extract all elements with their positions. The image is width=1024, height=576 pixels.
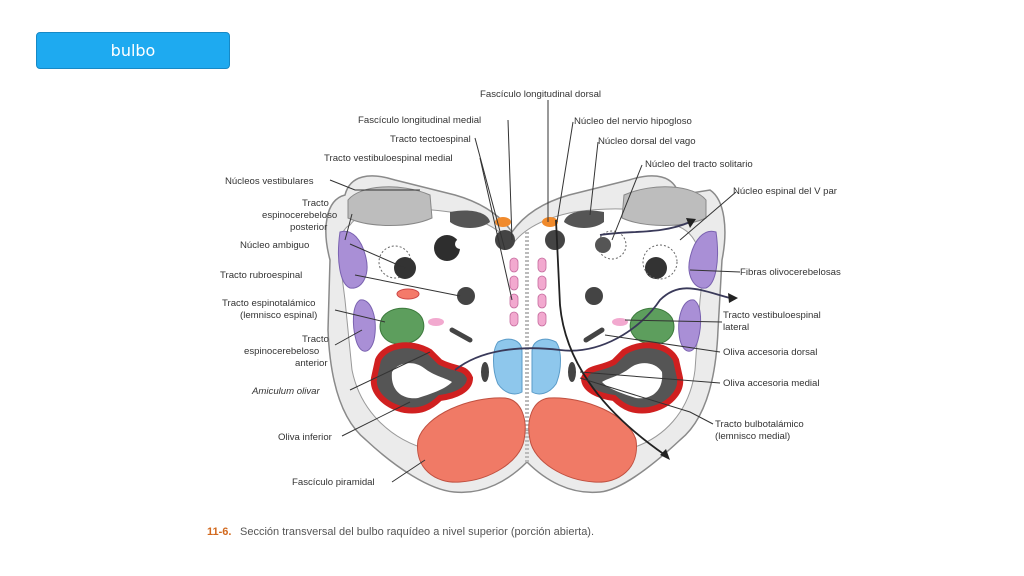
posterior-spinocerebellar-left <box>337 230 368 289</box>
label-oi: Oliva inferior <box>278 432 333 443</box>
posterior-spinocerebellar-right <box>688 230 719 289</box>
label-nv: Núcleos vestibulares <box>225 176 314 187</box>
label-na: Núcleo ambiguo <box>240 240 309 251</box>
label-nts: Núcleo del tracto solitario <box>645 159 753 170</box>
label-fld: Fascículo longitudinal dorsal <box>480 89 601 100</box>
mlf-stack <box>509 257 547 327</box>
nucleus-ambiguus-left <box>434 235 460 261</box>
arrowhead-3 <box>660 449 670 460</box>
label-tb2: (lemnisco medial) <box>715 431 790 442</box>
olivocerebellar-fibers <box>454 287 731 371</box>
label-tet2: (lemnisco espinal) <box>240 310 317 321</box>
rubro-dot-right <box>585 287 603 305</box>
label-tvel1: Tracto vestibuloespinal <box>723 310 821 321</box>
anterior-spinocerebellar-left <box>352 299 376 352</box>
label-tecp2: espinocerebeloso <box>262 210 337 221</box>
label-oad: Oliva accesoria dorsal <box>723 347 817 358</box>
label-tecp3: posterior <box>290 222 328 233</box>
title-button[interactable]: bulbo <box>36 32 230 69</box>
trigeminal-ring-right <box>642 244 678 280</box>
leader-lines <box>329 100 741 483</box>
caption-text: Sección transversal del bulbo raquídeo a… <box>240 526 594 538</box>
solitary-left <box>455 239 465 249</box>
dorsal-gray-right <box>564 210 604 228</box>
label-tvel2: lateral <box>723 322 749 333</box>
solitary-nucleus-right <box>595 237 611 253</box>
label-oam: Oliva accesoria medial <box>723 378 820 389</box>
medial-lemniscus-right <box>531 338 561 395</box>
spinothalamic-right <box>629 307 675 345</box>
vestibulospinal-arrow <box>599 221 691 236</box>
label-teca1: Tracto <box>302 334 329 345</box>
anterior-spinocerebellar-right <box>678 299 702 352</box>
accessory-olive-right <box>583 327 605 343</box>
arrowhead-1 <box>728 293 738 303</box>
label-tr: Tracto rubroespinal <box>220 270 302 281</box>
pyramid-right <box>528 397 637 483</box>
label-fo: Fibras olivocerebelosas <box>740 267 841 278</box>
dorsal-gray-left <box>450 210 490 228</box>
rubrospinal-left <box>396 288 420 300</box>
label-tb1: Tracto bulbotalámico <box>715 419 804 430</box>
arrowhead-2 <box>686 218 696 228</box>
trigeminal-core-right <box>645 257 667 279</box>
label-teca2: espinocerebeloso <box>244 346 319 357</box>
pyramid-left <box>417 397 526 483</box>
label-tecp1: Tracto <box>302 198 329 209</box>
label-nev: Núcleo espinal del V par <box>733 186 838 197</box>
label-ndv: Núcleo dorsal del vago <box>598 136 696 147</box>
inferior-olive-left-inner <box>391 363 452 399</box>
label-tte: Tracto tectoespinal <box>390 134 471 145</box>
label-fp: Fascículo piramidal <box>292 477 375 488</box>
medial-accessory-right <box>568 362 576 382</box>
pink-dot-left <box>428 318 444 326</box>
medial-accessory-left <box>481 362 489 382</box>
dorsal-fasciculus-right <box>542 217 558 227</box>
caption-number: 11-6. <box>207 526 231 538</box>
vestibular-nuclei-left <box>347 186 433 226</box>
rubrospinal-right <box>612 318 628 326</box>
label-flm: Fascículo longitudinal medial <box>358 115 481 126</box>
label-ao: Amiculum olivar <box>251 386 321 397</box>
bulbothalamic-arrow <box>555 219 666 456</box>
label-nnh: Núcleo del nervio hipogloso <box>574 116 692 127</box>
label-tet1: Tracto espinotalámico <box>222 298 316 309</box>
label-tvem: Tracto vestibuloespinal medial <box>324 153 453 164</box>
accessory-olive-left <box>449 327 473 343</box>
spinothalamic-left <box>379 307 425 345</box>
dorsal-fasciculus-left <box>495 217 511 227</box>
label-teca3: anterior <box>295 358 328 369</box>
rubro-dot-left <box>457 287 475 305</box>
medial-lemniscus-left <box>493 338 523 395</box>
hypoglossal-right <box>545 230 565 250</box>
